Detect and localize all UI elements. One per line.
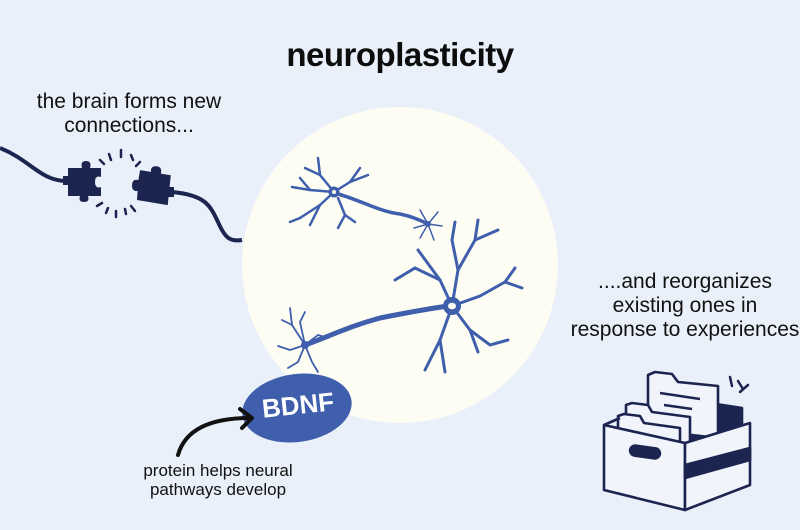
puzzle-plug-connection-icon — [68, 161, 171, 206]
brain-circle — [242, 107, 558, 423]
file-box-icon — [602, 370, 752, 512]
spark-lines — [95, 148, 142, 219]
bdnf-badge-shape — [242, 373, 352, 443]
caption-bdnf-description: protein helps neural pathways develop — [143, 461, 293, 499]
box-sparkle-lines — [728, 375, 750, 394]
caption-new-connections: the brain forms new connections... — [36, 90, 222, 137]
neuron-illustration — [277, 156, 524, 374]
page-title: neuroplasticity — [286, 36, 514, 73]
cable-right — [171, 190, 243, 243]
caption-reorganizes: ....and reorganizes existing ones in res… — [570, 270, 800, 341]
neuron-somas — [301, 186, 461, 349]
curved-arrow-icon — [176, 407, 254, 457]
cable-left — [0, 146, 66, 183]
